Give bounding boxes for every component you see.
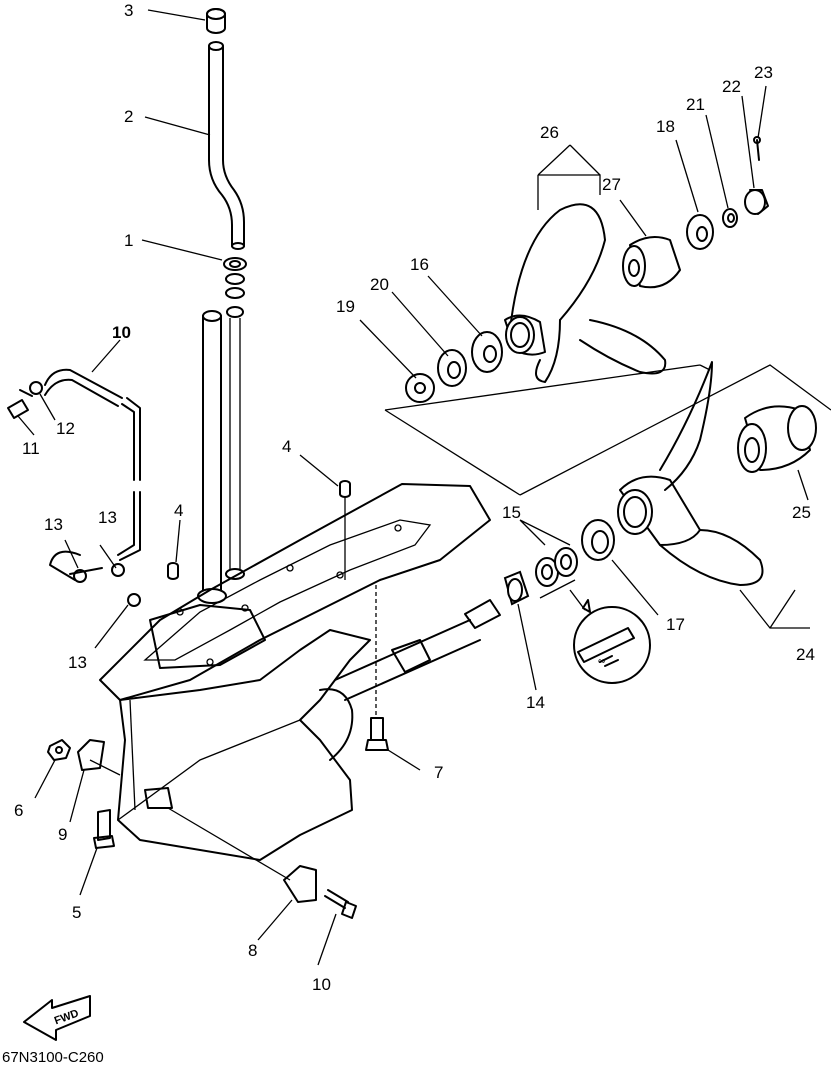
callout-22: 22 — [722, 77, 741, 96]
part-24-propeller-lower — [617, 361, 810, 629]
callout-4-plate: 4 — [282, 437, 291, 456]
callout-13-top: 12 — [56, 419, 75, 438]
part-3-grommet — [206, 8, 226, 34]
callout-8: 9 — [58, 825, 67, 844]
callout-25: 25 — [792, 503, 811, 522]
part-26-propeller-upper — [504, 144, 667, 383]
callout-11: 10 — [112, 323, 131, 342]
callout-17: 17 — [666, 615, 685, 634]
callout-3: 3 — [124, 1, 133, 20]
drive-shaft — [202, 310, 241, 591]
callout-16: 16 — [410, 255, 429, 274]
callout-20: 20 — [370, 275, 389, 294]
part-18-washer — [686, 214, 714, 250]
detail-circle: ∞ — [569, 589, 651, 684]
part-6-bolt — [365, 585, 389, 751]
callout-15: 15 — [502, 503, 521, 522]
callout-9: 10 — [312, 975, 331, 994]
part-11-hose — [44, 368, 141, 581]
part-15-washers — [519, 519, 578, 599]
callout-5: 5 — [72, 903, 81, 922]
part-8-anode — [77, 739, 121, 776]
callout-12: 11 — [22, 439, 40, 458]
fwd-badge-text: FWD — [53, 1007, 81, 1027]
callout-13-bottom: 13 — [68, 653, 87, 672]
part-14-bushing — [503, 570, 530, 606]
callout-7: 8 — [248, 941, 257, 960]
callout-1: 1 — [124, 231, 133, 250]
lower-assembly-bracket — [519, 364, 831, 496]
part-21-washer — [722, 208, 738, 228]
leader-lines — [17, 9, 809, 966]
callout-6: 7 — [434, 763, 443, 782]
drawing-code: 67N3100-C260 — [2, 1049, 104, 1066]
part-7-trim-tab — [167, 807, 317, 903]
part-27-spacer — [622, 235, 681, 289]
callout-23: 23 — [754, 63, 773, 82]
callout-27: 27 — [602, 175, 621, 194]
callout-13-left: 13 — [44, 515, 63, 534]
part-23-cotter-pin — [753, 136, 761, 161]
callout-19: 19 — [336, 297, 355, 316]
part-13-clips — [29, 381, 141, 607]
lower-casing — [99, 483, 501, 861]
part-10-nut — [47, 739, 71, 761]
callout-2: 2 — [124, 107, 133, 126]
callout-18: 18 — [656, 117, 675, 136]
part-25-spacer — [737, 405, 817, 473]
svg-text:∞: ∞ — [598, 656, 605, 667]
part-20-washer — [437, 349, 467, 387]
part-2-water-tube — [208, 41, 245, 250]
part-22-nut — [744, 189, 769, 215]
callout-13-mid: 13 — [98, 508, 117, 527]
callout-labels: 3 2 1 10 11 12 4 4 13 13 13 6 9 5 8 10 7… — [14, 1, 815, 994]
part-12-fitting — [7, 389, 33, 419]
part-19-lock-washer — [405, 373, 435, 403]
part-5-bolt — [93, 809, 115, 849]
part-16-thrust-washer — [471, 331, 503, 373]
callout-4-pin: 4 — [174, 501, 183, 520]
callout-14: 14 — [526, 693, 545, 712]
callout-21: 21 — [686, 95, 705, 114]
callout-26: 26 — [540, 123, 559, 142]
callout-10: 6 — [14, 801, 23, 820]
part-17-washer — [581, 519, 615, 561]
part-4-dowel-pins — [167, 480, 351, 580]
fwd-direction-badge: FWD — [23, 995, 91, 1041]
callout-24: 24 — [796, 645, 815, 664]
part-9-bolt — [324, 889, 357, 919]
part-1-seal-rings — [223, 257, 247, 318]
